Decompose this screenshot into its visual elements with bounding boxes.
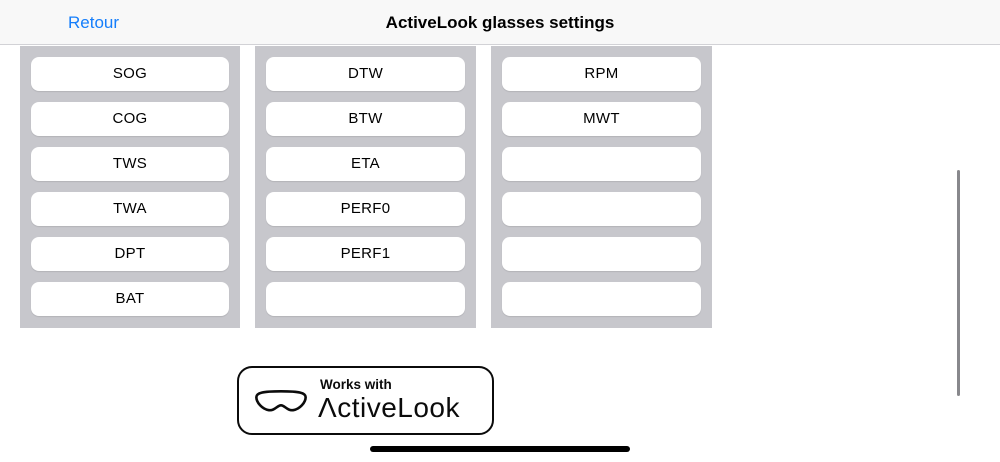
field-slot-perf1[interactable]: PERF1 <box>266 237 465 271</box>
field-slot-dpt[interactable]: DPT <box>31 237 229 271</box>
page-title: ActiveLook glasses settings <box>385 12 615 32</box>
field-slot-cog[interactable]: COG <box>31 102 229 136</box>
field-slot-empty[interactable] <box>502 192 701 226</box>
field-slot-bat[interactable]: BAT <box>31 282 229 316</box>
field-slot-empty[interactable] <box>266 282 465 316</box>
field-slot-empty[interactable] <box>502 282 701 316</box>
field-slot-empty[interactable] <box>502 237 701 271</box>
badge-tagline: Works with <box>320 377 392 393</box>
navigation-bar: Retour ActiveLook glasses settings <box>0 0 1000 45</box>
field-slot-rpm[interactable]: RPM <box>502 57 701 91</box>
back-button[interactable]: Retour <box>68 0 119 45</box>
field-slot-btw[interactable]: BTW <box>266 102 465 136</box>
field-slot-empty[interactable] <box>502 147 701 181</box>
home-indicator[interactable] <box>370 446 630 452</box>
activelook-wordmark: ΛctiveLook <box>318 392 460 424</box>
activelook-glasses-icon <box>252 386 310 421</box>
field-column-3: RPM MWT <box>491 46 712 328</box>
field-slot-tws[interactable]: TWS <box>31 147 229 181</box>
field-slot-dtw[interactable]: DTW <box>266 57 465 91</box>
works-with-activelook-badge: Works with ΛctiveLook <box>237 366 494 435</box>
field-slot-perf0[interactable]: PERF0 <box>266 192 465 226</box>
field-slot-mwt[interactable]: MWT <box>502 102 701 136</box>
field-slot-sog[interactable]: SOG <box>31 57 229 91</box>
field-column-1: SOG COG TWS TWA DPT BAT <box>20 46 240 328</box>
field-slot-twa[interactable]: TWA <box>31 192 229 226</box>
vertical-scrollbar[interactable] <box>957 170 960 396</box>
field-slot-eta[interactable]: ETA <box>266 147 465 181</box>
badge-text: Works with ΛctiveLook <box>318 378 460 423</box>
